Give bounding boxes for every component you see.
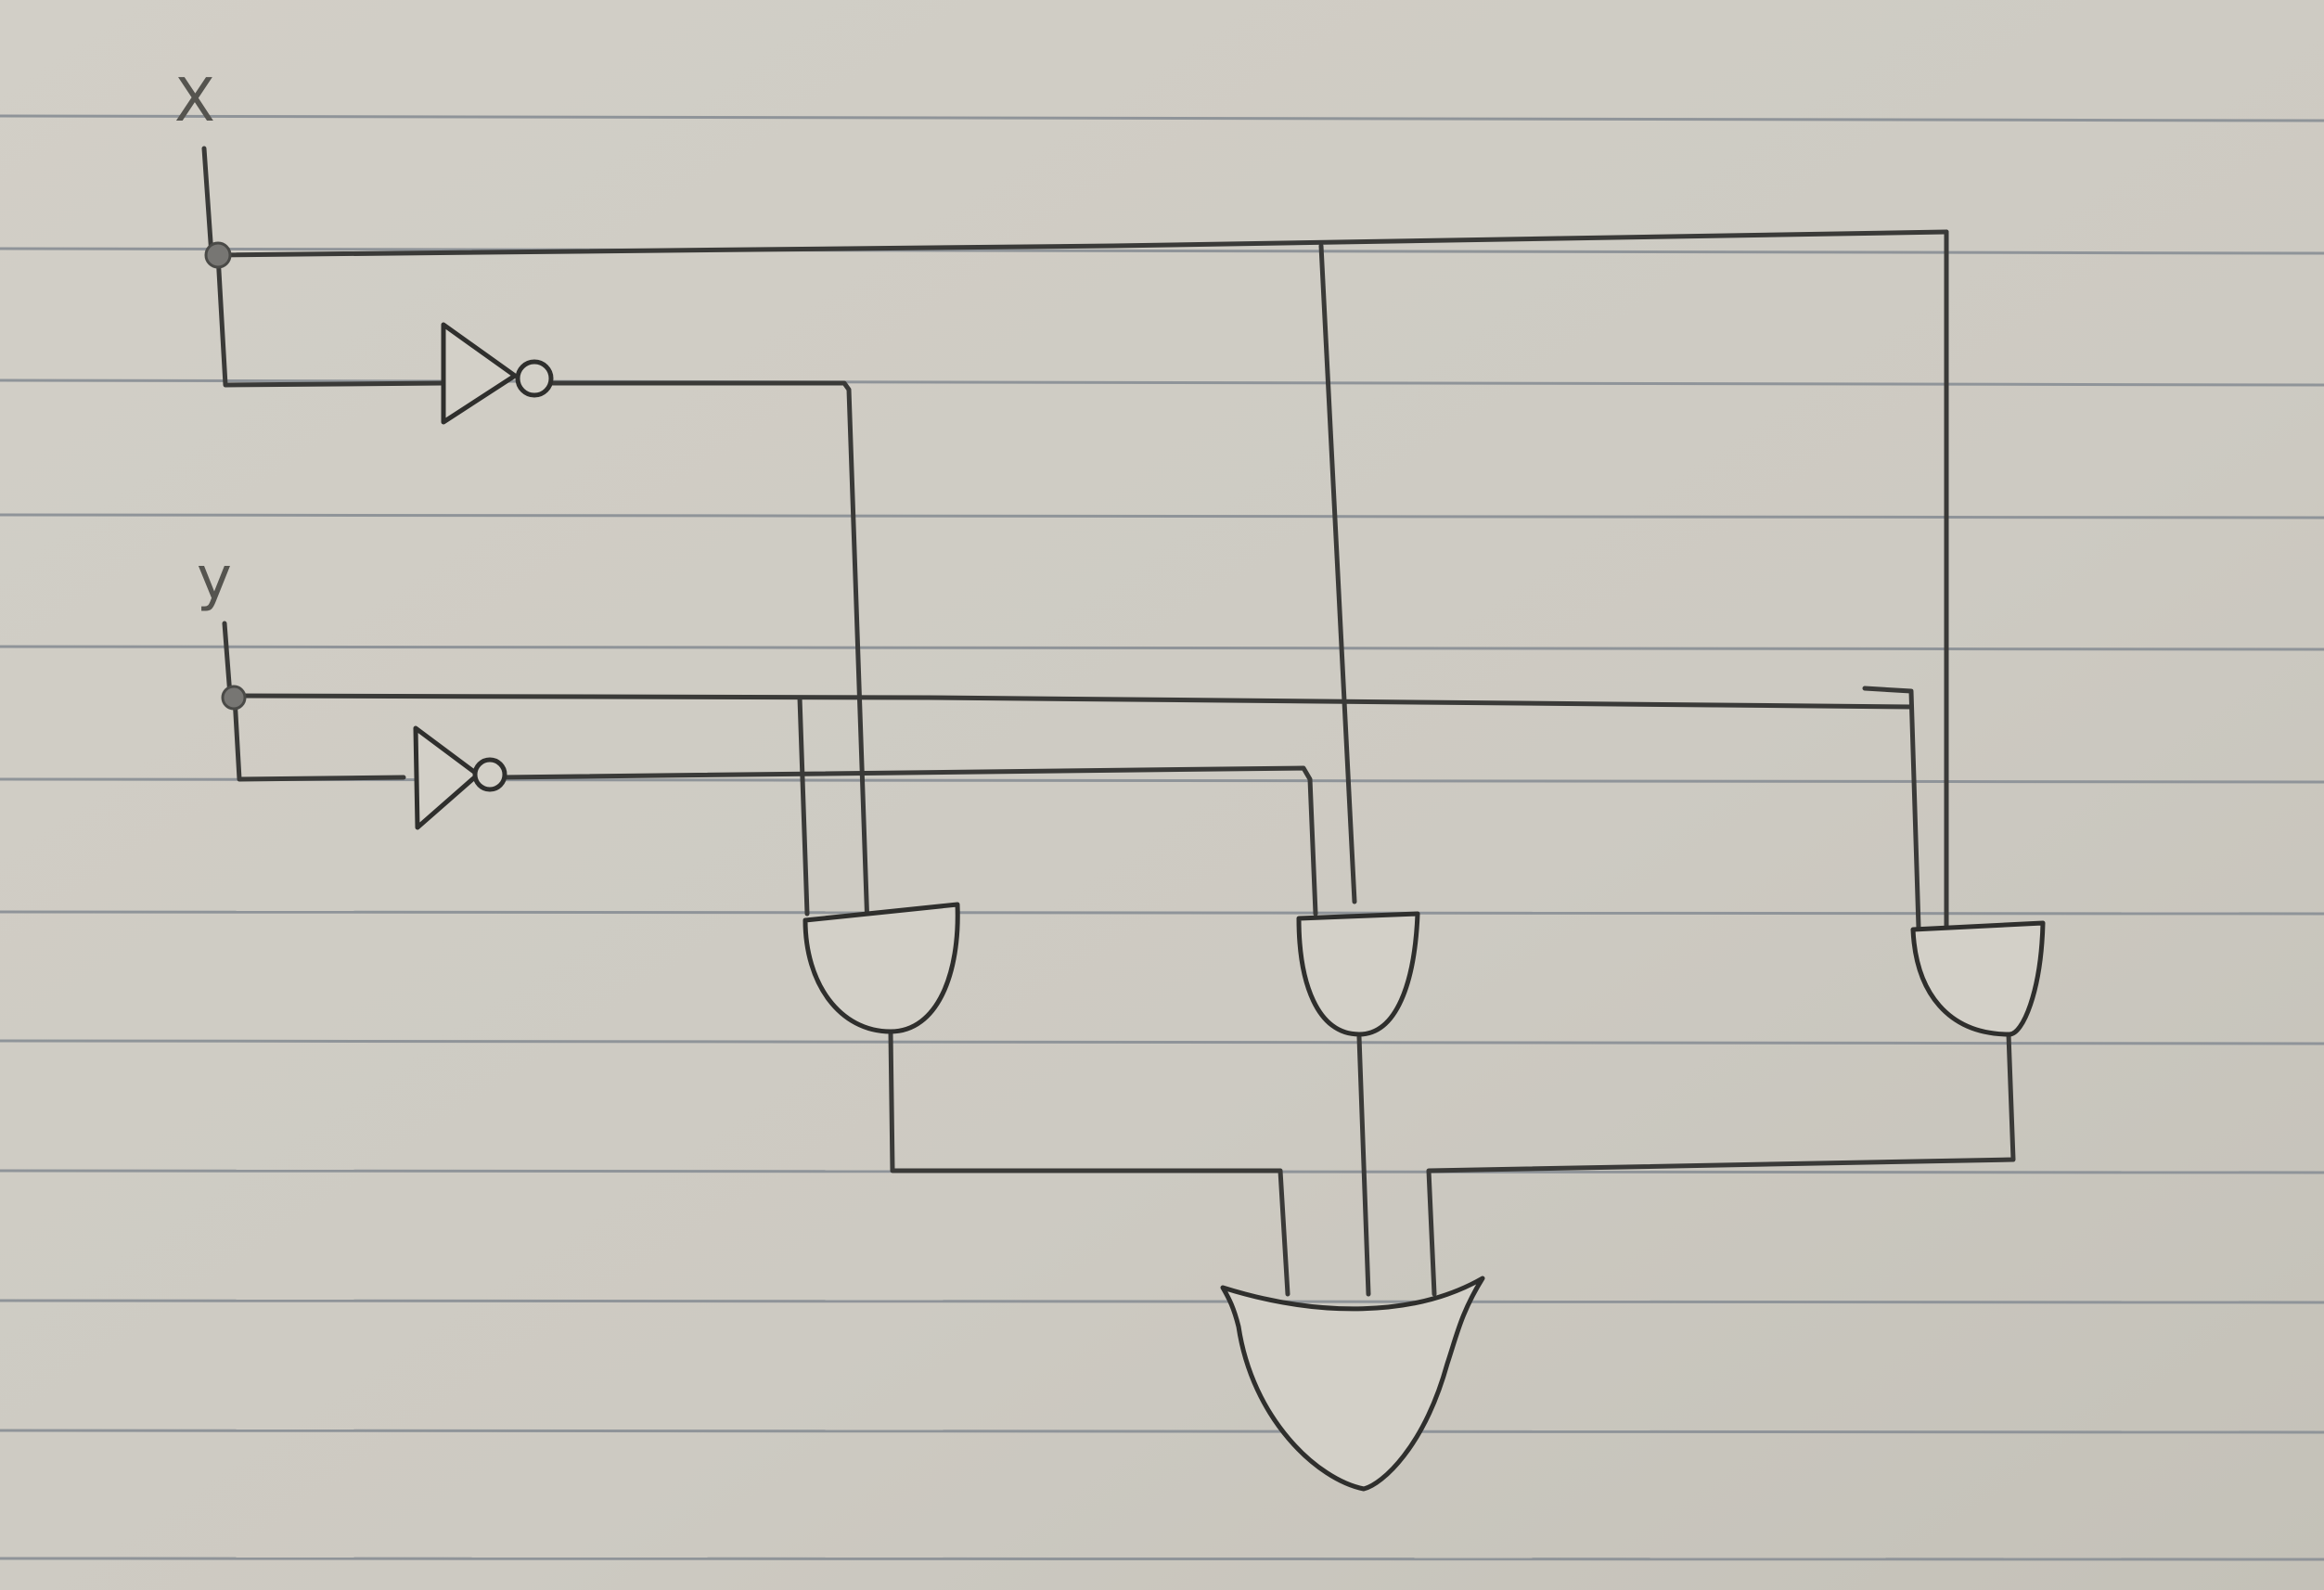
x-wires — [201, 146, 1949, 930]
and-to-or-wires — [888, 1029, 2016, 1297]
and-gate-3 — [1910, 920, 2046, 1037]
input-x-label: X — [174, 67, 215, 135]
or-gate-output — [1220, 1276, 1485, 1492]
and-gate-1 — [802, 902, 960, 1034]
y-junction-node — [221, 685, 247, 711]
not-gate-y — [413, 725, 507, 830]
y-wires — [222, 621, 1921, 930]
and-gate-2 — [1296, 911, 1420, 1037]
not-gate-x — [441, 322, 554, 425]
input-y-label: y — [197, 545, 232, 613]
x-junction-node — [204, 241, 232, 269]
